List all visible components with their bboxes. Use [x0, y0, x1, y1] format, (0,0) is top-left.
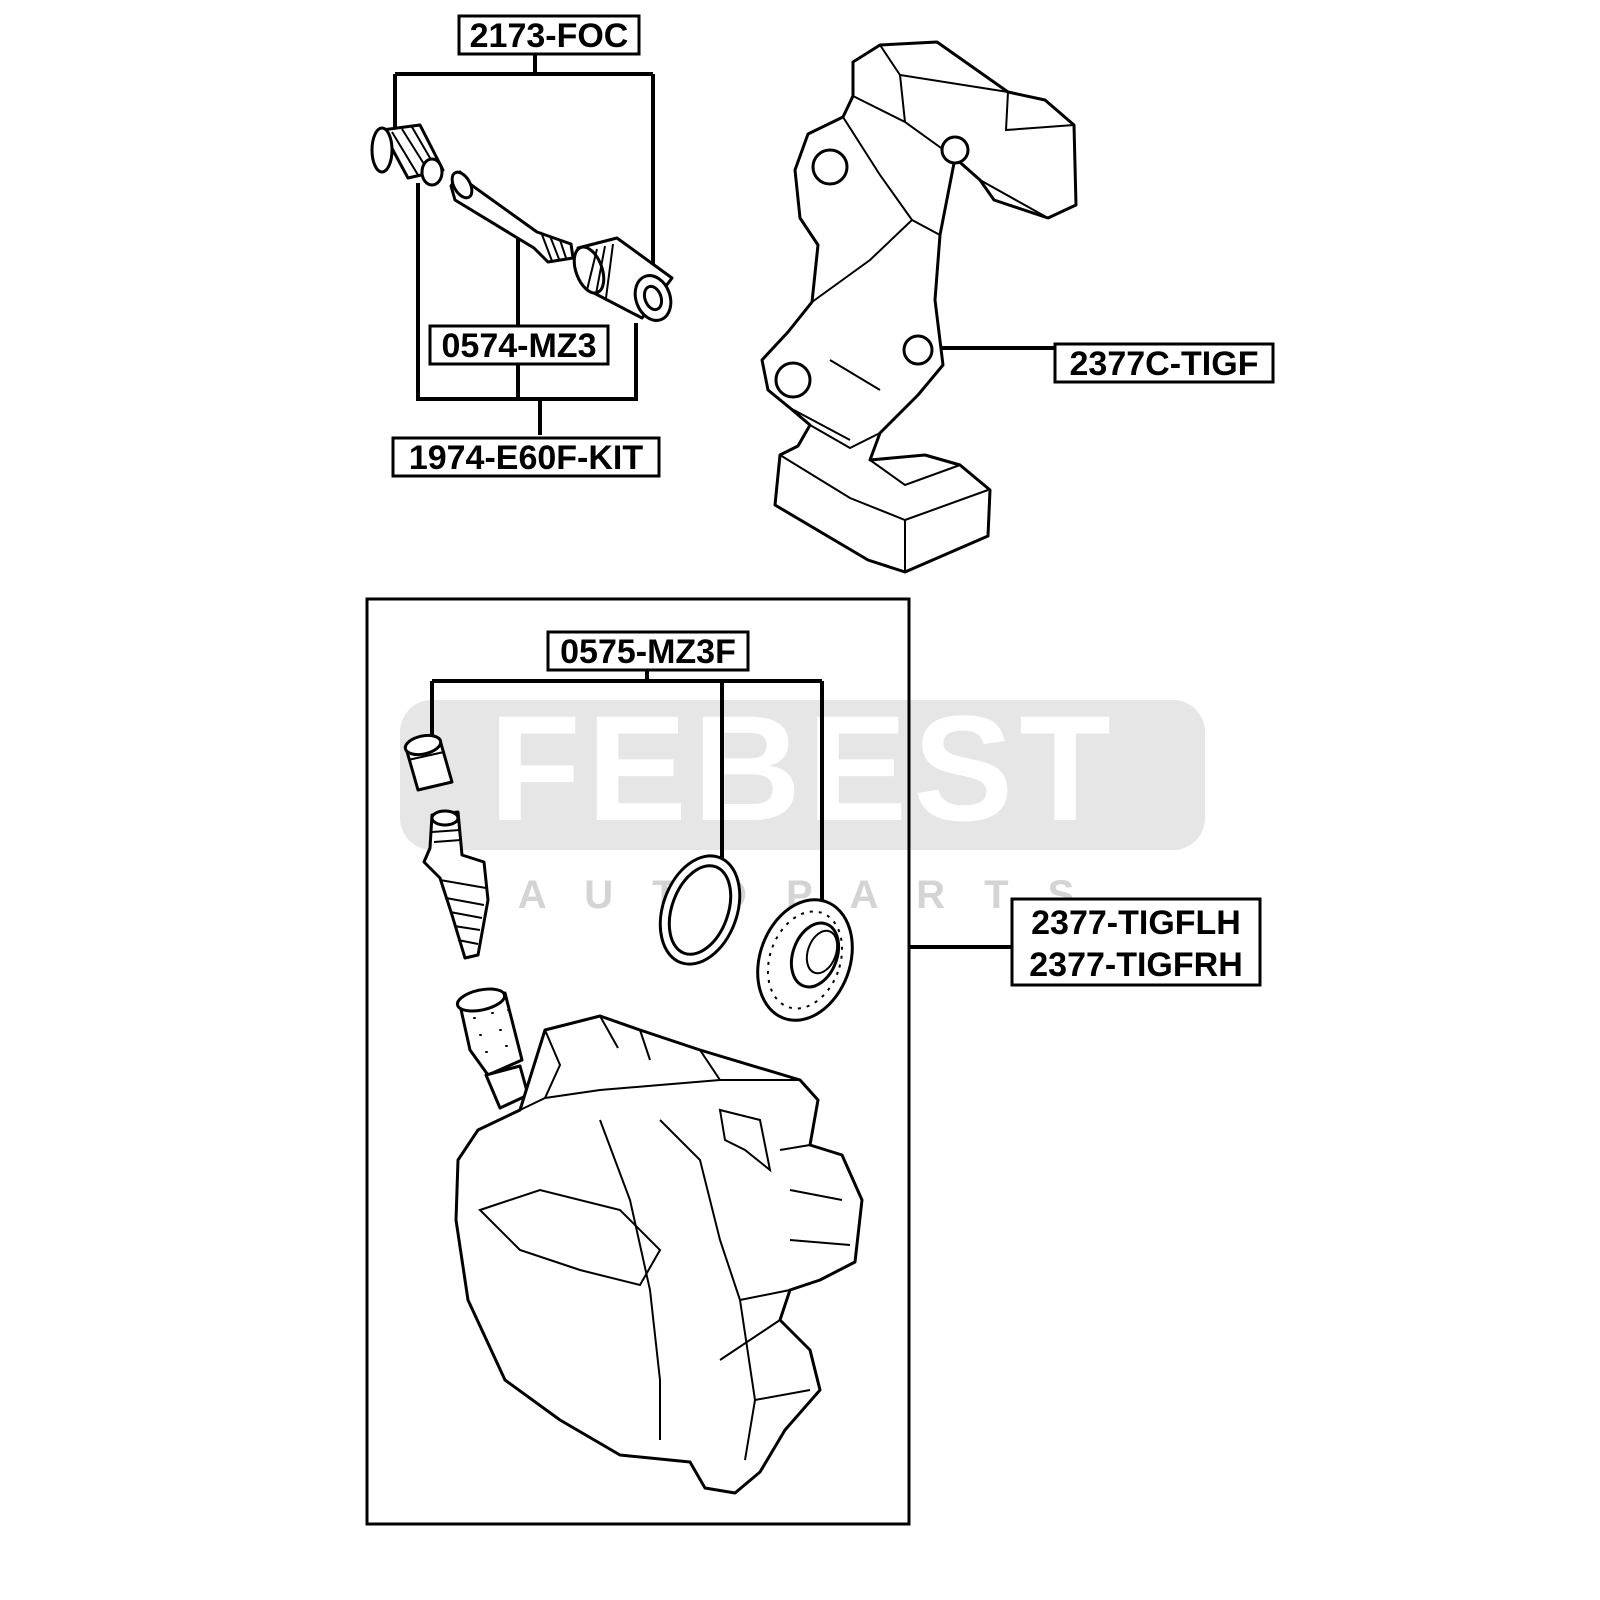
label-0574-mz3: 0574-MZ3: [428, 324, 610, 366]
caliper-assembly-group: 0575-MZ3F 2377-TIGFLH 2377-TIGFRH: [365, 597, 1262, 1526]
label-2377c-tigf-text: 2377C-TIGF: [1070, 345, 1259, 383]
label-1974-e60f-kit: 1974-E60F-KIT: [391, 436, 661, 478]
small-dust-boot: [370, 123, 445, 187]
label-2173-foc-text: 2173-FOC: [470, 17, 629, 55]
caliper-slide-boot: [455, 987, 530, 1110]
caliper-housing: [454, 1014, 864, 1495]
label-0574-mz3-text: 0574-MZ3: [442, 327, 597, 365]
label-2377-tigf-lh-rh: 2377-TIGFLH 2377-TIGFRH: [1010, 897, 1262, 987]
bleeder-screw: [422, 809, 490, 960]
leader-1974-e60f-kit: [416, 183, 638, 435]
watermark-brand: FEBEST: [489, 684, 1117, 852]
label-2377-tigflh-text: 2377-TIGFLH: [1031, 904, 1241, 942]
label-0575-mz3f: 0575-MZ3F: [546, 630, 750, 672]
febest-watermark: FEBEST A U T O P A R T S: [400, 684, 1205, 917]
caliper-assembly-frame: [365, 597, 911, 1526]
label-1974-e60f-kit-text: 1974-E60F-KIT: [409, 439, 644, 477]
guide-pin: [449, 170, 575, 264]
bleeder-cap: [403, 733, 454, 792]
caliper-bracket-group: 2377C-TIGF: [760, 40, 1275, 574]
label-2377c-tigf: 2377C-TIGF: [1053, 342, 1275, 384]
label-2173-foc: 2173-FOC: [457, 14, 641, 56]
watermark-banner: [400, 700, 1205, 850]
piston-seal: [658, 854, 742, 966]
guide-pin-kit-group: 2173-FOC 0574-MZ3 1974-E60F-KIT: [370, 14, 674, 478]
leader-2173-foc: [393, 52, 655, 272]
leader-0575-mz3f: [430, 670, 824, 900]
caliper-bracket: [760, 40, 1078, 574]
label-0575-mz3f-text: 0575-MZ3F: [560, 633, 736, 671]
piston-dust-boot: [756, 898, 854, 1022]
label-2377-tigfrh-text: 2377-TIGFRH: [1029, 946, 1243, 984]
large-dust-boot: [572, 236, 674, 322]
